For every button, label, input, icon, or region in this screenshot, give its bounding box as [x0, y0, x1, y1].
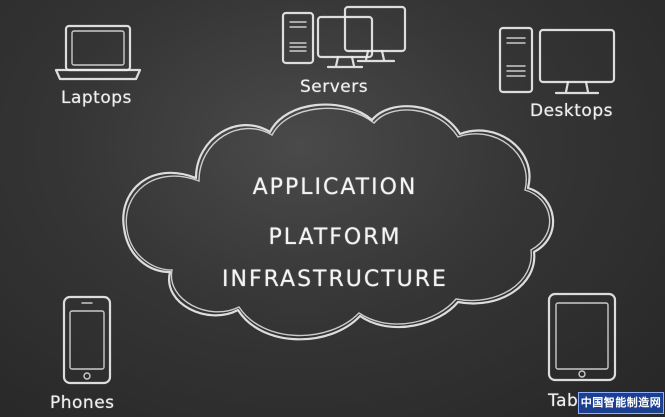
phones-label: Phones	[50, 393, 115, 413]
desktop-icon	[498, 26, 616, 95]
laptop-icon	[54, 24, 142, 81]
tablet-icon	[547, 292, 617, 382]
cloud-line-platform: PLATFORM	[268, 225, 402, 250]
servers-label: Servers	[300, 77, 369, 97]
cloud-shape	[122, 103, 555, 341]
cloud-line-application: APPLICATION	[252, 175, 418, 200]
desktops-label: Desktops	[530, 101, 613, 121]
servers-icon	[281, 5, 407, 69]
cloud-line-infrastructure: INFRASTRUCTURE	[222, 267, 448, 292]
phone-icon	[62, 295, 112, 385]
laptops-label: Laptops	[61, 88, 132, 108]
tablets-label: Tab	[548, 391, 579, 411]
watermark-badge: 中国智能制造网	[578, 392, 664, 414]
